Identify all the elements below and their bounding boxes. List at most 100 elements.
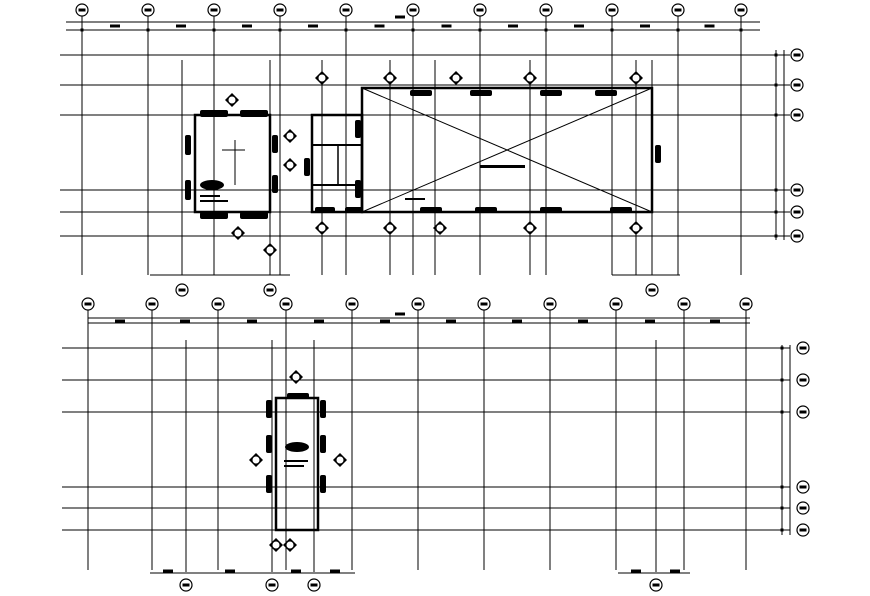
- wall-opening-mark: [470, 90, 492, 96]
- note-mark: [284, 465, 304, 467]
- grid-bubble-label-mark: [546, 302, 554, 306]
- section-marker: [629, 221, 643, 235]
- section-marker-circle: [335, 455, 345, 465]
- grid-bubble-label-mark: [480, 302, 488, 306]
- grid-bubble-label-mark: [414, 302, 422, 306]
- grid-bubble-top: [141, 3, 155, 17]
- section-marker-circle: [285, 131, 295, 141]
- section-marker: [523, 221, 537, 235]
- dimension-tick: [344, 28, 348, 32]
- dimension-tick: [774, 210, 778, 214]
- grid-bubble-right: [790, 205, 804, 219]
- section-marker: [383, 221, 397, 235]
- section-marker: [283, 158, 297, 172]
- note-mark: [405, 198, 425, 200]
- grid-bubble-top: [477, 297, 491, 311]
- section-marker: [263, 243, 277, 257]
- diagonal-line: [361, 87, 653, 213]
- dimension-label-mark: [710, 319, 720, 323]
- grid-bubble-bottom: [179, 578, 193, 592]
- dimension-tick: [780, 506, 784, 510]
- wall-opening-mark: [540, 207, 562, 213]
- wall-opening-mark: [315, 207, 335, 213]
- grid-bubble-top: [81, 297, 95, 311]
- hatched-symbol: [200, 180, 224, 190]
- hatched-symbol: [285, 442, 309, 452]
- dimension-tick: [780, 528, 784, 532]
- grid-bubble-label-mark: [348, 302, 356, 306]
- section-marker: [315, 71, 329, 85]
- section-marker: [225, 93, 239, 107]
- section-marker: [249, 453, 263, 467]
- wall-opening-mark: [320, 435, 326, 453]
- grid-bubble-right: [790, 78, 804, 92]
- grid-bubble-right: [796, 341, 810, 355]
- wall-opening-mark: [200, 110, 228, 117]
- wall-opening-mark: [420, 207, 442, 213]
- grid-bubble-bottom: [649, 578, 663, 592]
- wall-opening-mark: [320, 400, 326, 418]
- section-marker-circle: [631, 223, 641, 233]
- section-marker-circle: [525, 73, 535, 83]
- grid-bubble-top: [345, 297, 359, 311]
- section-marker: [433, 221, 447, 235]
- dimension-tick: [774, 234, 778, 238]
- section-marker-circle: [227, 95, 237, 105]
- dimension-label-mark: [631, 569, 641, 573]
- grid-bubble-top: [339, 3, 353, 17]
- grid-bubble-top: [605, 3, 619, 17]
- grid-bubble-top: [211, 297, 225, 311]
- section-marker-circle: [385, 73, 395, 83]
- grid-bubble-right: [796, 373, 810, 387]
- dimension-label-mark: [395, 15, 405, 19]
- wall-opening-mark: [475, 207, 497, 213]
- section-marker-circle: [451, 73, 461, 83]
- section-marker-circle: [265, 245, 275, 255]
- grid-bubble-label-mark: [799, 378, 807, 382]
- section-marker: [383, 71, 397, 85]
- grid-bubble-label-mark: [652, 583, 660, 587]
- grid-bubble-right: [790, 229, 804, 243]
- grid-bubble-top: [411, 297, 425, 311]
- grid-bubble-label-mark: [409, 8, 417, 12]
- grid-bubble-label-mark: [793, 188, 801, 192]
- section-marker-circle: [435, 223, 445, 233]
- wall-opening-mark: [355, 180, 361, 198]
- grid-bubble-label-mark: [214, 302, 222, 306]
- grid-bubble-label-mark: [310, 583, 318, 587]
- wall-opening-mark: [540, 90, 562, 96]
- grid-bubble-label-mark: [799, 346, 807, 350]
- grid-bubble-label-mark: [84, 302, 92, 306]
- wall-opening-mark: [595, 90, 617, 96]
- grid-bubble-label-mark: [793, 53, 801, 57]
- building-outline-main: [360, 86, 654, 214]
- grid-bubble-top: [279, 297, 293, 311]
- dimension-tick: [739, 28, 743, 32]
- dimension-tick: [411, 28, 415, 32]
- section-marker: [333, 453, 347, 467]
- dimension-label-mark: [640, 24, 650, 28]
- section-marker: [289, 370, 303, 384]
- dimension-tick: [676, 28, 680, 32]
- dimension-label-mark: [704, 24, 715, 28]
- dimension-tick: [780, 378, 784, 382]
- grid-bubble-top: [543, 297, 557, 311]
- grid-bubble-label-mark: [178, 288, 186, 292]
- grid-bubble-bottom: [175, 283, 189, 297]
- grid-bubble-top: [273, 3, 287, 17]
- grid-bubble-top: [207, 3, 221, 17]
- wall-opening-mark: [610, 207, 632, 213]
- grid-bubble-bottom: [307, 578, 321, 592]
- dimension-label-mark: [441, 24, 452, 28]
- wall-opening-mark: [266, 400, 272, 418]
- note-mark: [200, 195, 220, 197]
- grid-bubble-label-mark: [793, 113, 801, 117]
- wall-opening-mark: [240, 110, 268, 117]
- grid-bubble-label-mark: [737, 8, 745, 12]
- dimension-label-mark: [512, 319, 522, 323]
- dimension-tick: [774, 188, 778, 192]
- grid-bubble-top: [739, 297, 753, 311]
- section-marker-circle: [317, 223, 327, 233]
- wall-opening-mark: [266, 435, 272, 453]
- grid-bubble-top: [609, 297, 623, 311]
